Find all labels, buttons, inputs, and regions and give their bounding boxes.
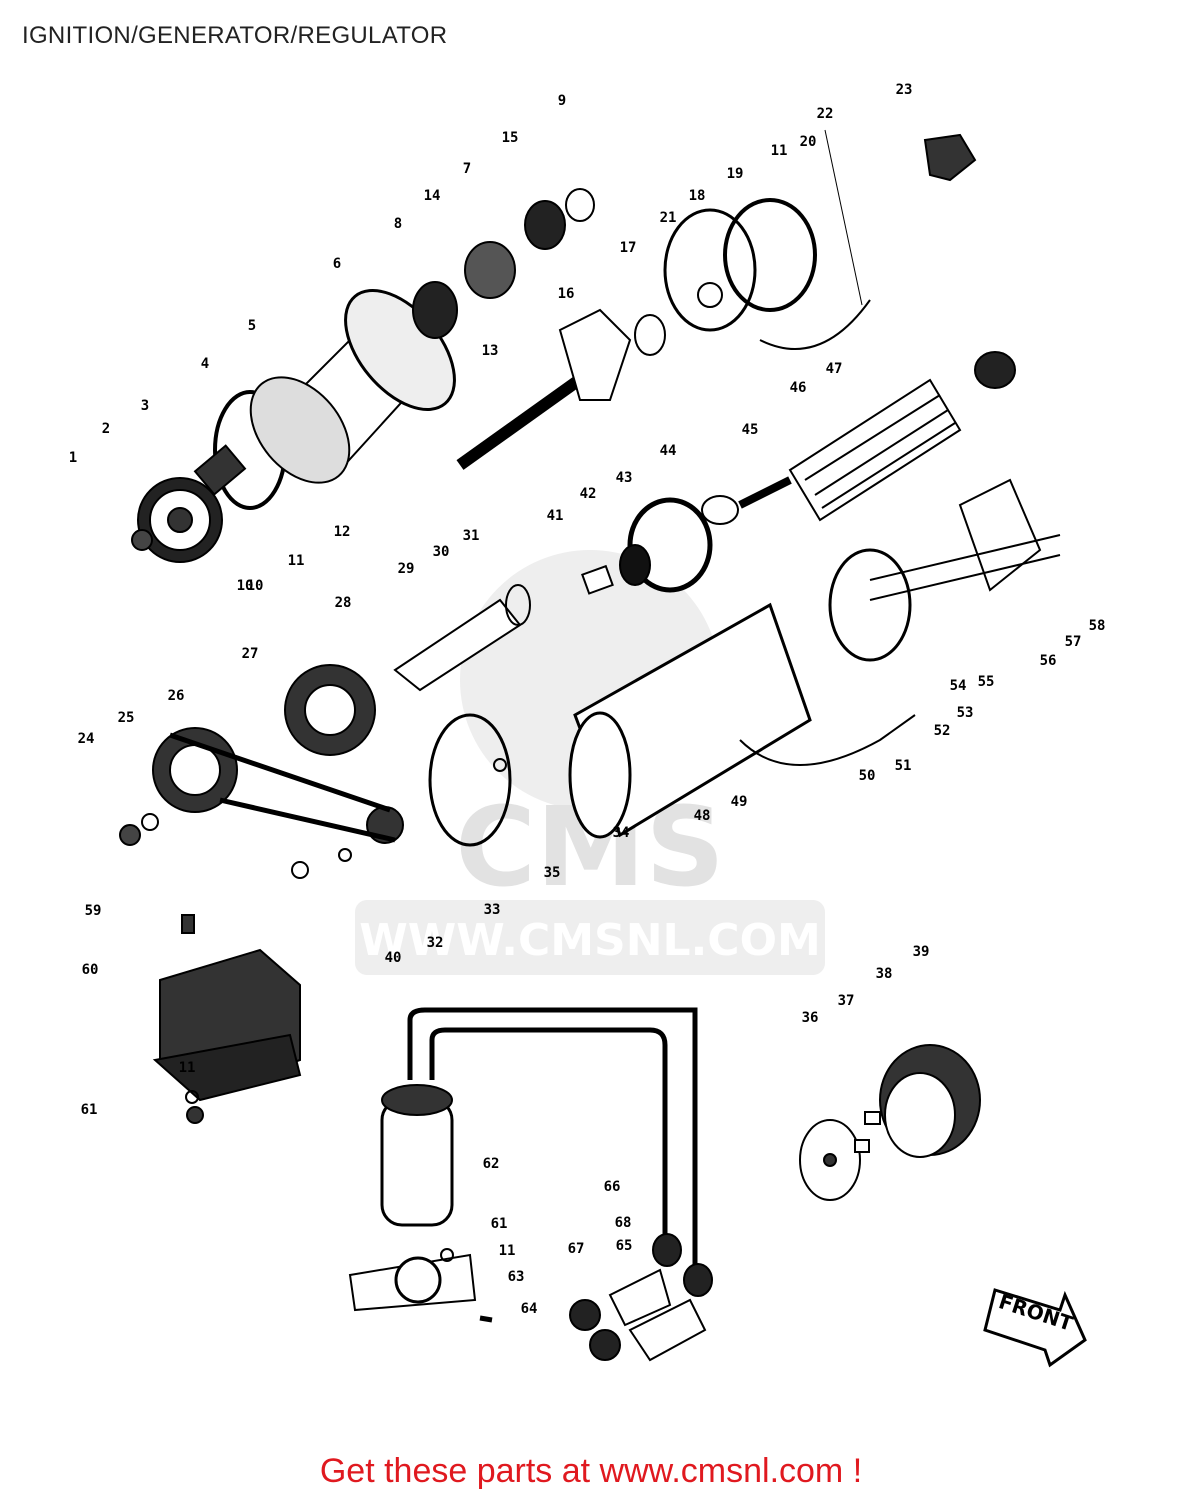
callout-8: 8 bbox=[394, 216, 402, 232]
callout-52: 52 bbox=[934, 723, 951, 739]
callout-4: 4 bbox=[201, 356, 209, 372]
callout-16: 16 bbox=[558, 286, 575, 302]
callout-15: 15 bbox=[502, 130, 519, 146]
callout-60: 60 bbox=[82, 962, 99, 978]
callout-59: 59 bbox=[85, 903, 102, 919]
callout-37: 37 bbox=[838, 993, 855, 1009]
callout-36: 36 bbox=[802, 1010, 819, 1026]
callout-7: 7 bbox=[463, 161, 471, 177]
callout-6: 6 bbox=[333, 256, 341, 272]
callout-39: 39 bbox=[913, 944, 930, 960]
callout-38: 38 bbox=[876, 966, 893, 982]
callout-64: 64 bbox=[521, 1301, 538, 1317]
callout-41: 41 bbox=[547, 508, 564, 524]
callout-14: 14 bbox=[424, 188, 441, 204]
callout-31: 31 bbox=[463, 528, 480, 544]
callout-24: 24 bbox=[78, 731, 95, 747]
callout-22: 22 bbox=[817, 106, 834, 122]
footer-link-text[interactable]: Get these parts at www.cmsnl.com ! bbox=[319, 1452, 863, 1490]
callout-57: 57 bbox=[1065, 634, 1082, 650]
callout-68: 68 bbox=[615, 1215, 632, 1231]
callout-56: 56 bbox=[1040, 653, 1057, 669]
callout-61: 61 bbox=[81, 1102, 98, 1118]
callout-30: 30 bbox=[433, 544, 450, 560]
callout-13: 13 bbox=[482, 343, 499, 359]
callout-53: 53 bbox=[957, 705, 974, 721]
callout-10: 10 bbox=[247, 578, 264, 594]
callout-58: 58 bbox=[1089, 618, 1106, 634]
callout-61-2: 61 bbox=[491, 1216, 508, 1232]
callout-45: 45 bbox=[742, 422, 759, 438]
callout-3: 3 bbox=[141, 398, 149, 414]
callout-27: 27 bbox=[242, 646, 259, 662]
callout-28: 28 bbox=[335, 595, 352, 611]
callout-10-2: 10 bbox=[237, 578, 254, 594]
callout-21: 21 bbox=[660, 210, 677, 226]
callout-1: 1 bbox=[69, 450, 77, 466]
callout-labels: 1234567891010111111111213141516171819202… bbox=[69, 82, 1106, 1317]
callout-11: 11 bbox=[288, 553, 305, 569]
callout-62: 62 bbox=[483, 1156, 500, 1172]
callout-2: 2 bbox=[102, 421, 110, 437]
callout-19: 19 bbox=[727, 166, 744, 182]
callout-23: 23 bbox=[896, 82, 913, 98]
callout-35: 35 bbox=[544, 865, 561, 881]
callout-54: 54 bbox=[950, 678, 967, 694]
callout-51: 51 bbox=[895, 758, 912, 774]
callout-40: 40 bbox=[385, 950, 402, 966]
callout-29: 29 bbox=[398, 561, 415, 577]
callout-49: 49 bbox=[731, 794, 748, 810]
callout-11-3: 11 bbox=[179, 1060, 196, 1076]
callout-20: 20 bbox=[800, 134, 817, 150]
callout-26: 26 bbox=[168, 688, 185, 704]
callout-63: 63 bbox=[508, 1269, 525, 1285]
callout-32: 32 bbox=[427, 935, 444, 951]
callout-50: 50 bbox=[859, 768, 876, 784]
watermark-url: WWW.CMSNL.COM bbox=[359, 915, 821, 966]
callout-44: 44 bbox=[660, 443, 677, 459]
starter-generator-parts: FRONT bbox=[119, 129, 1087, 1368]
callout-11-2: 11 bbox=[771, 143, 788, 159]
callout-67: 67 bbox=[568, 1241, 585, 1257]
callout-55: 55 bbox=[978, 674, 995, 690]
callout-48: 48 bbox=[694, 808, 711, 824]
callout-42: 42 bbox=[580, 486, 597, 502]
callout-34: 34 bbox=[613, 825, 630, 841]
callout-5: 5 bbox=[248, 318, 256, 334]
callout-11-4: 11 bbox=[499, 1243, 516, 1259]
callout-47: 47 bbox=[826, 361, 843, 377]
callout-17: 17 bbox=[620, 240, 637, 256]
callout-65: 65 bbox=[616, 1238, 633, 1254]
callout-66: 66 bbox=[604, 1179, 621, 1195]
callout-12: 12 bbox=[334, 524, 351, 540]
callout-18: 18 bbox=[689, 188, 706, 204]
callout-46: 46 bbox=[790, 380, 807, 396]
callout-33: 33 bbox=[484, 902, 501, 918]
front-arrow-icon: FRONT bbox=[983, 1288, 1087, 1368]
callout-43: 43 bbox=[616, 470, 633, 486]
callout-9: 9 bbox=[558, 93, 566, 109]
callout-25: 25 bbox=[118, 710, 135, 726]
page-title: IGNITION/GENERATOR/REGULATOR bbox=[22, 22, 448, 49]
